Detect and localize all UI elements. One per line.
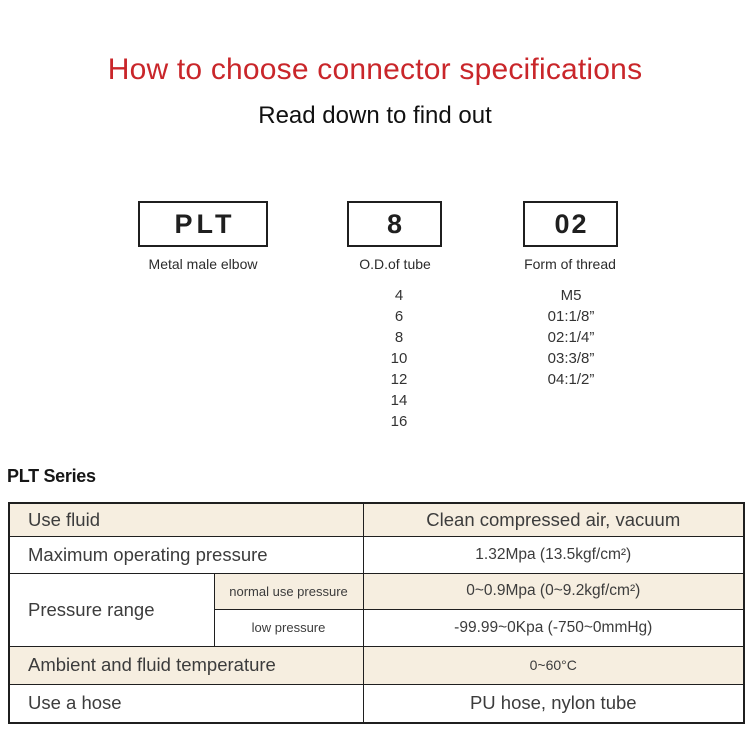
tube-od-option: 4 [394,287,404,304]
spec-sublabel-low-pressure: low pressure [213,608,364,647]
model-code-label: PLT [174,208,236,239]
spec-label-hose: Use a hose [8,683,364,724]
tube-od-option: 8 [394,329,404,346]
tube-od-code-box: 8 [347,201,442,247]
thread-form-code-label: 02 [554,208,589,239]
table-row: Use fluid Clean compressed air, vacuum [8,502,745,537]
tube-od-option: 14 [390,392,408,409]
spec-value-low-pressure: -99.99~0Kpa (-750~0mmHg) [362,608,745,647]
model-caption: Metal male elbow [148,256,258,272]
table-row: Ambient and fluid temperature 0~60°C [8,645,745,685]
spec-value-temperature: 0~60°C [362,645,745,685]
spec-value-hose: PU hose, nylon tube [362,683,745,724]
model-code-box: PLT [138,201,268,247]
table-row: low pressure -99.99~0Kpa (-750~0mmHg) [9,608,745,647]
tube-od-code-label: 8 [386,208,403,239]
table-row: Use a hose PU hose, nylon tube [8,683,745,724]
thread-form-code-box: 02 [523,201,618,247]
page-title: How to choose connector specifications [107,53,643,86]
thread-form-option: 04:1/2” [547,371,595,388]
spec-sublabel-normal-pressure: normal use pressure [213,572,364,610]
table-row: Pressure range normal use pressure 0~0.9… [8,572,745,647]
spec-value-normal-pressure: 0~0.9Mpa (0~9.2kgf/cm²) [362,572,745,610]
page-subtitle: Read down to find out [258,102,492,129]
spec-value-max-pressure: 1.32Mpa (13.5kgf/cm²) [362,535,745,574]
tube-od-option: 12 [390,371,408,388]
spec-label-temperature: Ambient and fluid temperature [8,645,364,685]
spec-label-pressure-range: Pressure range [8,572,215,647]
tube-od-caption: O.D.of tube [359,256,431,272]
tube-od-option: 6 [394,308,404,325]
tube-od-options: 4 6 8 10 12 14 16 [299,285,499,432]
spec-label-use-fluid: Use fluid [8,502,364,537]
spec-value-use-fluid: Clean compressed air, vacuum [362,502,745,537]
thread-form-options: M5 01:1/8” 02:1/4” 03:3/8” 04:1/2” [471,285,671,390]
thread-form-option: M5 [560,287,582,304]
spec-table: Use fluid Clean compressed air, vacuum M… [8,502,746,724]
tube-od-option: 10 [390,350,408,367]
table-row: Maximum operating pressure 1.32Mpa (13.5… [8,535,745,574]
thread-form-option: 02:1/4” [547,329,595,346]
thread-form-caption: Form of thread [524,256,616,272]
series-heading: PLT Series [7,466,96,486]
thread-form-option: 01:1/8” [547,308,595,325]
tube-od-option: 16 [390,413,408,430]
spec-label-max-pressure: Maximum operating pressure [8,535,364,574]
thread-form-option: 03:3/8” [547,350,595,367]
